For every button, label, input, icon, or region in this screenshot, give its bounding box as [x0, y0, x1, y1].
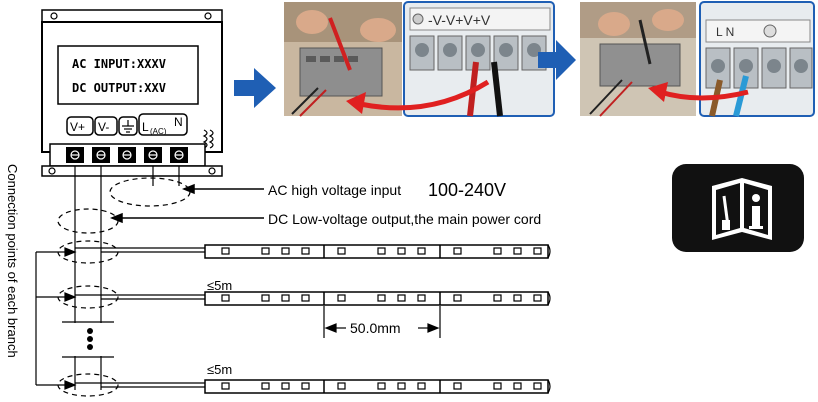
terminal-l-label: L: [142, 120, 149, 134]
photo-hand-wiring-1: [284, 2, 402, 117]
branch-bracket: [35, 247, 77, 390]
led-strip-3: [75, 379, 551, 394]
led-strip-2: [75, 291, 551, 306]
photo-terminal-closeup-2: L N: [699, 1, 815, 117]
dashed-ellipses: [57, 177, 191, 397]
photo-terminal-labels-1: -V-V+V+V: [428, 12, 491, 28]
power-supply: AC INPUT:XXXV DC OUTPUT:XXV V+ V- L (AC)…: [41, 9, 223, 177]
branch-points-label: Connection points of each branch: [5, 164, 20, 358]
ground-symbol-icon: [122, 120, 134, 133]
blue-right-arrow-icon-2: [538, 40, 576, 80]
ac-voltage-annotation: 100-240V: [428, 180, 506, 200]
max-length-label-1: ≤5m: [207, 278, 232, 293]
terminal-labels: V+ V- L (AC) N: [66, 113, 188, 136]
wire-break: [60, 321, 116, 358]
photo-hand-wiring-2: [580, 2, 696, 117]
spacing-dimension: [323, 306, 441, 338]
red-curved-arrow-1: [346, 79, 490, 114]
leader-arrows: [109, 183, 264, 224]
terminal-v-minus-label: V-: [98, 120, 109, 134]
ac-input-label: AC INPUT:XXXV: [72, 57, 166, 71]
photo-terminal-labels-2: L N: [716, 25, 734, 39]
dc-output-annotation: DC Low-voltage output,the main power cor…: [268, 211, 541, 227]
spec-label-box: [57, 45, 199, 105]
spacing-label: 50.0mm: [350, 320, 401, 336]
terminal-v-plus-label: V+: [70, 120, 85, 134]
blue-right-arrow-icon: [234, 68, 276, 108]
red-curved-arrow-2: [648, 82, 749, 102]
dc-output-label: DC OUTPUT:XXV: [72, 81, 166, 95]
led-strip-1: [75, 244, 551, 259]
photo-terminal-closeup-1: -V-V+V+V: [403, 1, 555, 117]
vent-icon: [202, 129, 214, 149]
max-length-label-2: ≤5m: [207, 362, 232, 377]
terminal-n-label: N: [174, 115, 183, 129]
ac-input-annotation: AC high voltage input: [268, 182, 401, 198]
terminal-ac-label: (AC): [150, 127, 167, 136]
instruction-manual-icon: [672, 164, 804, 252]
